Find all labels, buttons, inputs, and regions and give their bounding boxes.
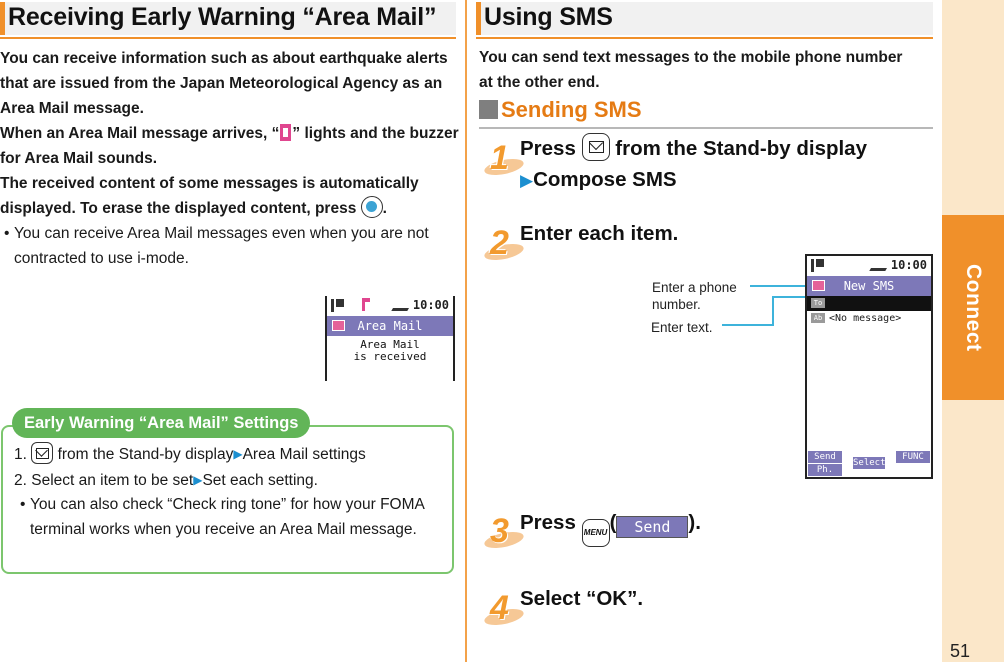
section-title: Using SMS	[484, 3, 613, 31]
step-number-3: 3	[482, 512, 526, 553]
step-3-text: Press MENU(Send).	[520, 507, 701, 547]
softkey-bar: Send FUNC Ph. book Select	[807, 451, 931, 477]
square-bullet-icon	[479, 100, 498, 119]
section-header-line	[0, 37, 456, 39]
intro-paragraph-3: The received content of some messages is…	[0, 175, 419, 218]
sms-compose-screen: 10:00 New SMS To Ab <No message> Send FU…	[805, 254, 933, 479]
center-key-icon	[360, 196, 383, 218]
sms-intro: You can send text messages to the mobile…	[479, 49, 903, 91]
screen-title-bar: Area Mail	[327, 316, 453, 336]
antenna-icon	[331, 299, 345, 312]
send-softkey-icon: Send	[616, 516, 689, 538]
area-mail-icon	[280, 124, 292, 141]
screen-title-bar: New SMS	[807, 276, 931, 296]
settings-title-pill: Early Warning “Area Mail” Settings	[12, 408, 311, 438]
clock: 10:00	[412, 298, 449, 312]
area-mail-indicator-icon	[362, 298, 370, 311]
antenna-icon	[811, 259, 825, 272]
step-number-2: 2	[482, 224, 526, 265]
chapter-tab-label: Connect	[962, 263, 985, 352]
chapter-tab	[942, 215, 1004, 400]
callout-line-text-v	[772, 296, 774, 326]
column-divider	[465, 0, 467, 662]
mail-key-icon	[31, 442, 54, 464]
status-bar: 10:00	[327, 296, 453, 316]
battery-icon	[869, 265, 889, 271]
callout-line-text-h1	[722, 324, 774, 326]
subheading-sending-sms: Sending SMS	[479, 97, 642, 123]
section-header-bar	[0, 2, 5, 35]
step-number-1: 1	[482, 139, 526, 180]
mail-icon	[812, 280, 825, 291]
area-mail-description: You can receive information such as abou…	[0, 46, 460, 271]
screen-body: Area Mail is received	[353, 338, 427, 363]
settings-step-2: 2. Select an item to be set▶Set each set…	[14, 471, 318, 489]
arrow-right-icon: ▶	[233, 447, 243, 461]
callout-text: Enter text.	[651, 320, 713, 335]
note-bullet: •You can receive Area Mail messages even…	[4, 225, 429, 267]
settings-steps: 1. from the Stand-by display▶Area Mail s…	[14, 442, 444, 542]
battery-icon	[391, 305, 411, 311]
section-header-area-mail: Receiving Early Warning “Area Mail”	[0, 2, 456, 39]
area-mail-screen: 10:00 Area Mail Area Mail is received	[325, 296, 455, 381]
callout-phone-number: Enter a phone number.	[652, 280, 737, 312]
softkey-func: FUNC	[896, 451, 930, 463]
step-1-text: Press from the Stand-by display ▶Compose…	[520, 133, 867, 196]
step-2-text: Enter each item.	[520, 222, 679, 245]
clock: 10:00	[890, 258, 927, 272]
mail-key-icon	[581, 133, 610, 161]
section-header-sms: Using SMS	[476, 2, 933, 39]
callout-line-phone	[750, 285, 808, 287]
section-title: Receiving Early Warning “Area Mail”	[8, 3, 437, 31]
step-4-text: Select “OK”.	[520, 587, 644, 610]
callout-line-text-h2	[772, 296, 808, 298]
subheading-rule	[479, 127, 933, 129]
softkey-ph-book: Ph. book	[808, 464, 842, 476]
arrow-right-icon: ▶	[193, 472, 203, 487]
to-tag: To	[811, 298, 825, 308]
softkey-select: Select	[853, 457, 886, 469]
section-header-line	[476, 37, 933, 39]
status-bar: 10:00	[807, 256, 931, 276]
softkey-send: Send	[808, 451, 842, 463]
step-number-4: 4	[482, 589, 526, 630]
page-number: 51	[950, 641, 971, 661]
message-row: Ab <No message>	[807, 311, 931, 326]
menu-key-icon: MENU	[581, 519, 610, 547]
intro-paragraph-2: When an Area Mail message arrives, “” li…	[0, 124, 459, 167]
arrow-right-icon: ▶	[520, 171, 534, 190]
intro-paragraph-1: You can receive information such as abou…	[0, 50, 448, 117]
section-header-bar	[476, 2, 481, 35]
recipient-row: To	[807, 296, 931, 311]
settings-note: •You can also check “Check ring tone” fo…	[20, 496, 425, 538]
mail-icon	[332, 320, 345, 331]
text-tag: Ab	[811, 313, 825, 323]
settings-step-1: 1. from the Stand-by display▶Area Mail s…	[14, 442, 444, 468]
